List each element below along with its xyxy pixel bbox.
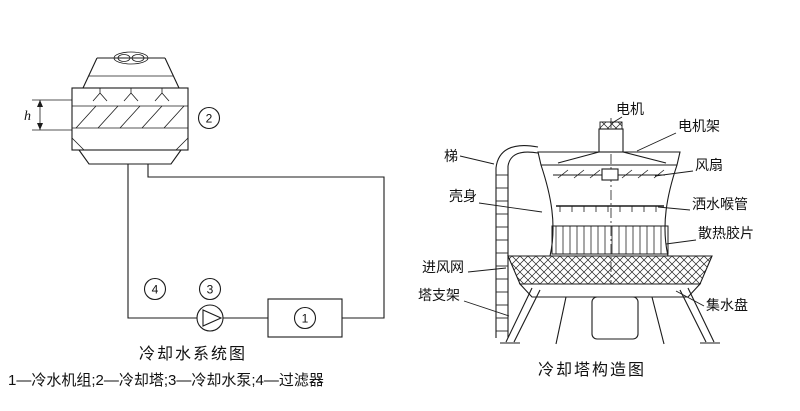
heat-fins-band xyxy=(551,225,669,255)
spray-pipe xyxy=(556,205,664,212)
label-ladder: 梯 xyxy=(444,148,458,164)
label-fan: 风扇 xyxy=(695,157,723,173)
fan-assembly xyxy=(553,168,665,181)
motor xyxy=(598,121,624,153)
label-heat-fins: 散热胶片 xyxy=(698,225,754,241)
label-shell: 壳身 xyxy=(449,188,477,204)
callout-2-number: 2 xyxy=(206,112,213,126)
cooling-water-system-diagram: h 1 2 4 xyxy=(8,51,385,389)
label-air-inlet-mesh: 进风网 xyxy=(422,259,464,275)
callout-3: 3 xyxy=(198,277,222,301)
pipe-loop xyxy=(127,164,385,319)
callout-1-number: 1 xyxy=(302,312,309,326)
tower-basin xyxy=(77,149,183,165)
cooling-tower-symbol xyxy=(71,51,189,165)
leader-lines xyxy=(459,116,705,317)
callout-4: 4 xyxy=(143,277,167,301)
label-water-basin: 集水盘 xyxy=(706,297,748,313)
fill-hatch xyxy=(75,105,185,129)
callout-2: 2 xyxy=(197,106,221,130)
height-dimension: h xyxy=(24,99,72,131)
tower-legs xyxy=(500,287,720,345)
label-motor-frame: 电机架 xyxy=(678,118,720,134)
dimension-h-label: h xyxy=(24,109,31,124)
air-inlet-mesh-band xyxy=(507,255,713,285)
spray-nozzles xyxy=(92,88,170,102)
callout-4-number: 4 xyxy=(152,283,159,297)
tower-fan-top-icon xyxy=(113,51,149,65)
system-diagram-title: 冷却水系统图 xyxy=(139,345,247,363)
motor-frame xyxy=(557,151,667,164)
cooling-tower-structure-diagram: 电机 电机架 梯 风扇 壳身 洒水喉管 散热胶片 进风网 塔支架 集水盘 冷却塔… xyxy=(418,101,754,379)
label-spray-pipe: 洒水喉管 xyxy=(692,196,748,212)
sump-box xyxy=(591,296,639,340)
ladder xyxy=(495,145,539,338)
water-collection-pan xyxy=(518,283,702,298)
label-motor: 电机 xyxy=(616,101,644,117)
chiller-box: 1 xyxy=(267,298,343,338)
structure-diagram-title: 冷却塔构造图 xyxy=(538,361,646,379)
callout-1: 1 xyxy=(293,306,317,330)
pump-icon xyxy=(196,304,224,332)
callout-3-number: 3 xyxy=(207,283,214,297)
system-diagram-legend: 1—冷水机组;2—冷却塔;3—冷却水泵;4—过滤器 xyxy=(8,372,324,389)
label-tower-support: 塔支架 xyxy=(418,287,460,303)
